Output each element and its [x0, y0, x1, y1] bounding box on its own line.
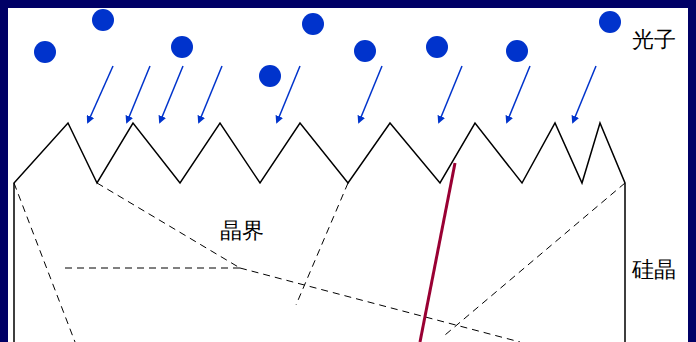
red-line — [420, 163, 455, 342]
photons — [34, 9, 621, 87]
frame — [0, 0, 8, 342]
part-label: 晶界 — [218, 219, 266, 243]
textured-surface — [14, 123, 625, 342]
photon-arrows — [88, 66, 596, 122]
frame — [0, 0, 696, 8]
part-label: 光子 — [632, 28, 676, 52]
part-label: 硅晶 — [632, 258, 676, 282]
frame — [688, 0, 696, 342]
grain-boundaries — [14, 183, 625, 342]
